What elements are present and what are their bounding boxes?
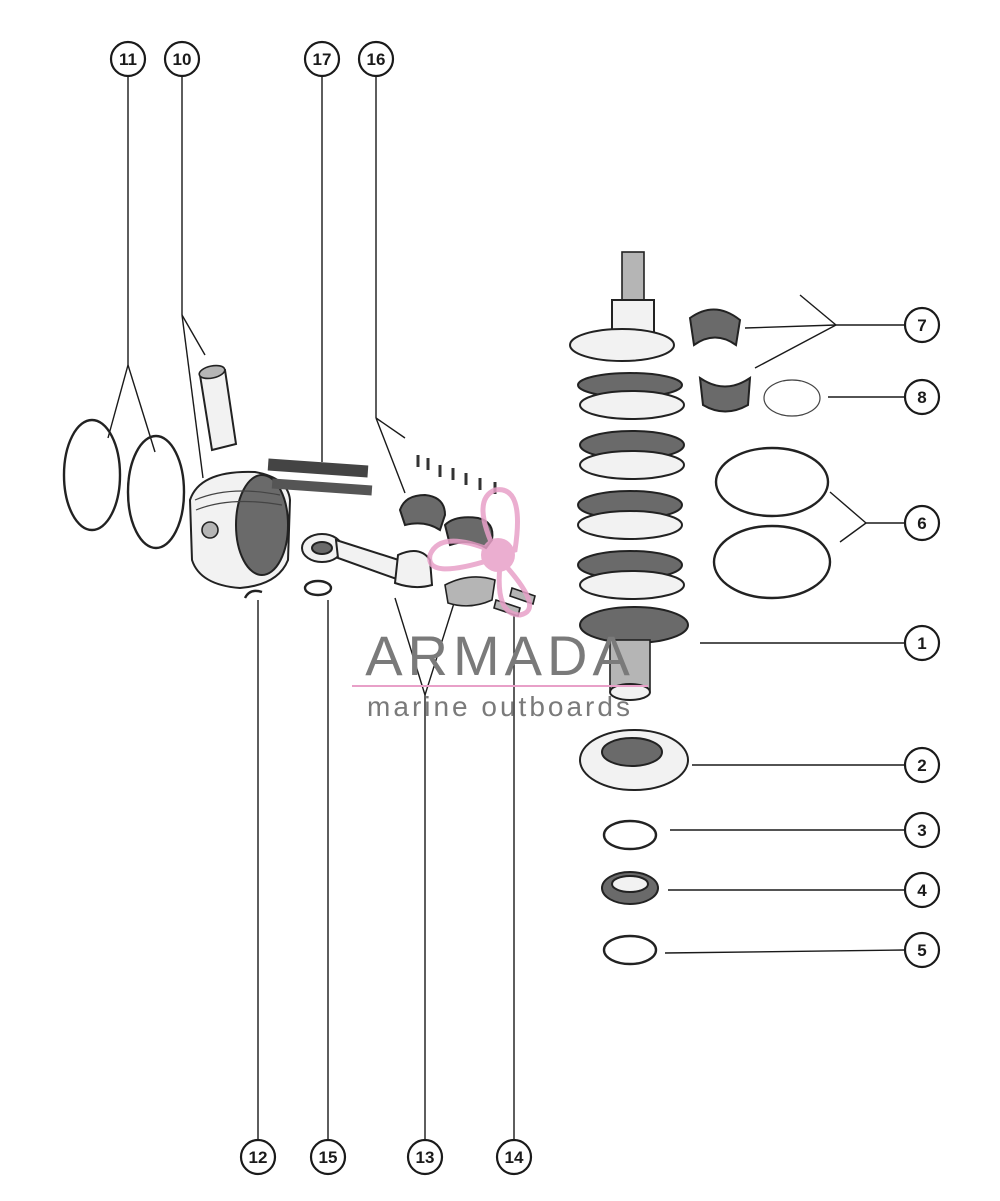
callout-label: 1 [917, 634, 926, 653]
crankshaft [569, 251, 689, 701]
piston-rings [62, 418, 186, 550]
callout-6: 6 [903, 504, 941, 542]
callout-12: 12 [239, 1138, 277, 1176]
armada-watermark: ARMADA marine outboards [352, 487, 648, 722]
callout-label: 14 [505, 1148, 524, 1167]
callout-label: 15 [319, 1148, 338, 1167]
callout-14: 14 [495, 1138, 533, 1176]
callout-3: 3 [903, 811, 941, 849]
piston [188, 470, 292, 590]
callout-label: 8 [917, 388, 926, 407]
callout-4: 4 [903, 871, 941, 909]
callout-label: 3 [917, 821, 926, 840]
propeller-logo-icon [427, 487, 532, 618]
lower-seal [601, 871, 659, 905]
lower-washer [602, 934, 658, 966]
callout-11: 11 [109, 40, 147, 78]
callout-1: 1 [903, 624, 941, 662]
callout-label: 4 [917, 881, 927, 900]
callout-label: 11 [119, 50, 137, 69]
callout-2: 2 [903, 746, 941, 784]
callout-label: 7 [917, 316, 926, 335]
ball-bearing [579, 729, 689, 791]
callout-10: 10 [163, 40, 201, 78]
callout-13: 13 [406, 1138, 444, 1176]
watermark-brand: ARMADA [365, 624, 635, 687]
callout-label: 12 [249, 1148, 268, 1167]
callout-label: 6 [917, 514, 926, 533]
callout-17: 17 [303, 40, 341, 78]
leader-lines [107, 76, 906, 1140]
loose-needles [416, 455, 497, 494]
callout-8: 8 [903, 378, 941, 416]
seal-rings [712, 446, 832, 600]
retainer-ring [763, 379, 821, 417]
callout-label: 5 [917, 941, 926, 960]
callout-16: 16 [357, 40, 395, 78]
callout-label: 16 [367, 50, 386, 69]
callout-label: 10 [173, 50, 192, 69]
connecting-rod [301, 533, 496, 607]
callout-label: 13 [416, 1148, 435, 1167]
watermark-tagline: marine outboards [367, 691, 633, 722]
callout-5: 5 [903, 931, 941, 969]
callout-7: 7 [903, 306, 941, 344]
callout-label: 2 [917, 756, 926, 775]
main-bearing-halves [688, 308, 752, 413]
snap-ring [602, 819, 658, 851]
callout-15: 15 [309, 1138, 347, 1176]
needle-bearing-strip [267, 458, 373, 496]
callout-label: 17 [313, 50, 332, 69]
small-washers [243, 579, 333, 599]
piston-pin [198, 364, 238, 452]
